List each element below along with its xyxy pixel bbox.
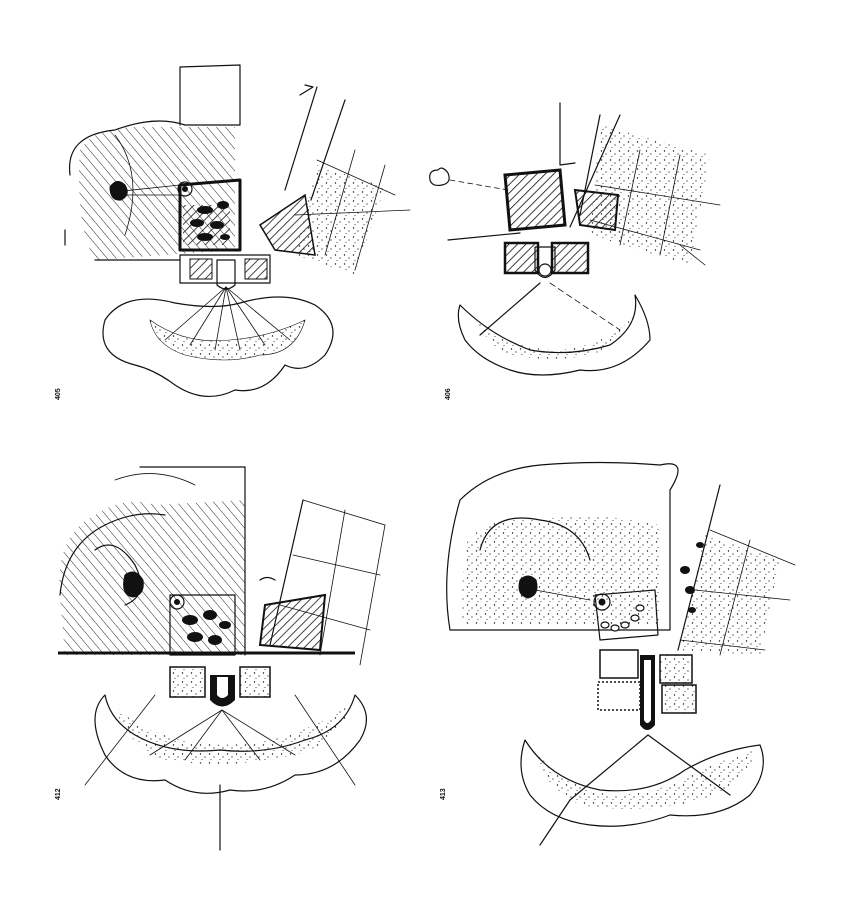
plan-sketch-top-left: 405 (55, 55, 425, 415)
plan-sketch-top-right: 406 (420, 95, 820, 415)
plan-sketch-bottom-left: 412 (55, 455, 425, 855)
plate-label-405: 405 (55, 388, 62, 400)
plate-label-406: 406 (445, 388, 452, 400)
plate-label-413: 413 (440, 788, 447, 800)
plan-sketch-bottom-right: 413 (430, 450, 830, 860)
plate-label-412: 412 (55, 788, 62, 800)
